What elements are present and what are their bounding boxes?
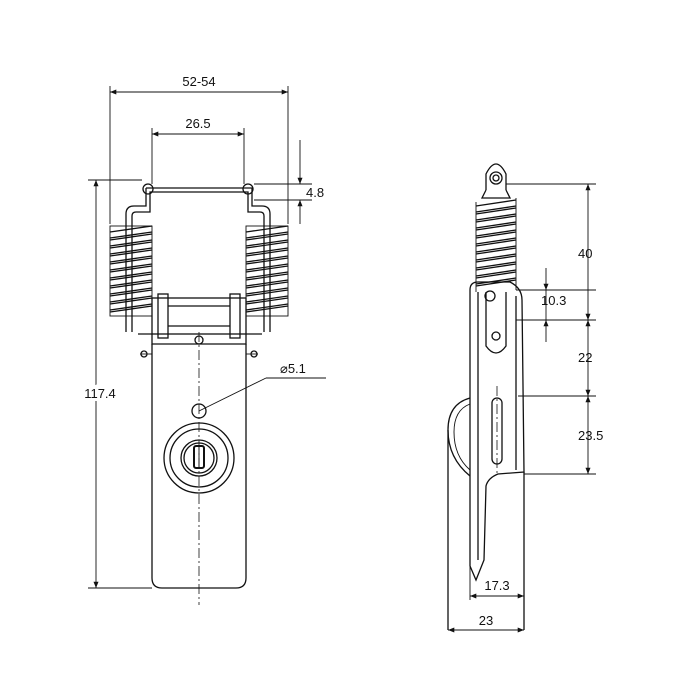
side-eye [485,163,507,190]
front-hook [125,187,271,332]
dim-pivot-spacing: 22 [578,320,592,396]
dim-hook-depth-label: 10.3 [541,293,566,308]
left-spring [109,225,153,317]
dim-tip-width: 17.3 [469,566,524,600]
side-cam [447,397,471,477]
dim-hook-width-label: 26.5 [185,116,210,131]
dim-hook-width: 26.5 [151,116,245,184]
dim-overall-height: 117.4 [81,179,152,589]
dim-overall-width-label: 52-54 [182,74,215,89]
dim-spring-length: 40 [578,184,592,320]
dim-slot-length: 23.5 [578,396,603,474]
hinge-bar [138,293,262,345]
dim-slot-length-label: 23.5 [578,428,603,443]
dim-pivot-spacing-label: 22 [578,350,592,365]
right-spring [245,225,289,317]
dim-overall-width: 52-54 [109,74,289,224]
front-pin-left [142,183,154,195]
side-lever-body [469,281,525,582]
side-view [447,163,525,630]
front-view [109,183,326,605]
dim-side-width: 23 [448,613,524,633]
side-spring [475,198,517,292]
dim-hole-diameter-label: ⌀5.1 [280,361,306,376]
dim-spring-length-label: 40 [578,246,592,261]
dim-pin-offset: 4.8 [254,140,324,224]
dim-hook-depth: 10.3 [541,268,566,342]
dim-side-width-label: 23 [479,613,493,628]
dim-overall-height-label: 117.4 [84,386,116,401]
dim-pin-offset-label: 4.8 [306,185,324,200]
dim-tip-width-label: 17.3 [484,578,509,593]
front-pin-right [242,183,254,195]
